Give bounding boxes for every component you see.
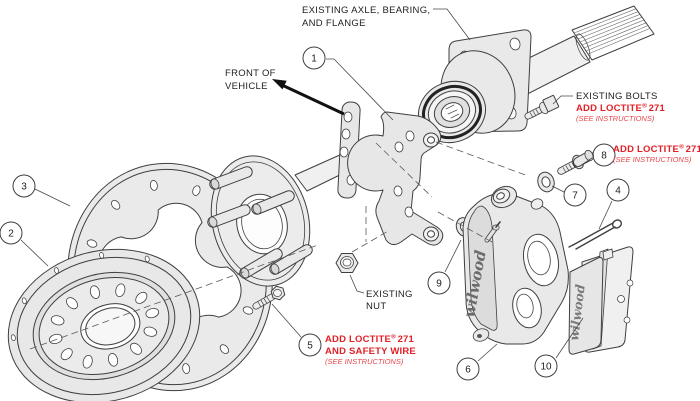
leader-line <box>326 58 394 121</box>
bracket-bushing <box>423 226 439 242</box>
hat-bolt-holes <box>48 283 160 369</box>
balloon-number: 2 <box>8 229 14 240</box>
leader-lines <box>20 8 613 362</box>
balloon-number: 1 <box>311 54 317 65</box>
label-existing-axle-line1: EXISTING AXLE, BEARING, <box>302 5 430 16</box>
label-front-line2: VEHICLE <box>225 81 268 92</box>
leader-line <box>34 188 71 207</box>
caliper-window <box>523 233 559 287</box>
leader-line <box>271 303 302 338</box>
balloon-7: 7 <box>563 183 587 207</box>
mount-bolt-8 <box>557 149 594 175</box>
label-existing-nut-line2: NUT <box>366 301 386 312</box>
caliper-window <box>512 287 542 329</box>
caliper-mount-bracket <box>337 101 444 246</box>
balloon-number: 6 <box>465 365 471 376</box>
washer-7 <box>537 171 555 193</box>
balloon-number: 10 <box>540 362 552 373</box>
label-add-loctite-5: ADD LOCTITE®271 <box>325 333 415 346</box>
balloon-number: 3 <box>21 182 27 193</box>
leader-line <box>551 185 565 193</box>
balloon-3: 3 <box>12 174 36 198</box>
balloons: 1 2 3 4 5 6 7 8 9 10 <box>0 46 630 381</box>
stud <box>209 166 253 190</box>
label-see-instructions: (SEE INSTRUCTIONS) <box>576 114 655 123</box>
axle-assembly <box>418 5 655 144</box>
label-see-instructions: (SEE INSTRUCTIONS) <box>325 357 404 366</box>
existing-nut <box>335 253 359 273</box>
stud-bolt-5 <box>252 285 286 310</box>
label-existing-nut-line1: EXISTING <box>366 289 413 300</box>
balloon-9: 9 <box>427 271 451 295</box>
leader-line <box>598 200 613 230</box>
label-and-safety-wire: AND SAFETY WIRE <box>325 346 416 357</box>
caliper-mount-boss <box>490 185 518 209</box>
hat-rim-holes <box>10 252 150 341</box>
text-labels: EXISTING AXLE, BEARING, AND FLANGE FRONT… <box>225 5 700 366</box>
cotter-pin <box>568 219 623 250</box>
leader-line <box>477 343 498 362</box>
centerline-dashed <box>435 141 529 177</box>
bracket-holes <box>393 130 415 218</box>
pad-friction-plate <box>568 257 604 355</box>
stud <box>269 244 313 275</box>
front-of-vehicle-arrow <box>272 79 345 116</box>
label-see-instructions: (SEE INSTRUCTIONS) <box>613 155 692 164</box>
balloon-8: 8 <box>592 143 616 167</box>
pad-tab <box>602 248 614 261</box>
label-front-line1: FRONT OF <box>225 68 276 79</box>
centerline-dashed <box>351 229 391 253</box>
label-existing-bolts: EXISTING BOLTS <box>576 91 658 102</box>
leader-line <box>433 8 471 41</box>
balloon-4: 4 <box>606 178 630 202</box>
leader-line <box>555 317 584 359</box>
existing-bolt <box>524 94 560 120</box>
brake-caliper: wilwood <box>460 185 569 345</box>
spline-shaft <box>571 5 655 61</box>
balloon-number: 8 <box>601 151 607 162</box>
hub-flange <box>210 155 311 287</box>
leader-line <box>349 274 365 294</box>
centerline-dashed <box>29 244 319 350</box>
label-existing-axle-line2: AND FLANGE <box>302 18 366 29</box>
leader-line <box>579 157 593 167</box>
centerlines <box>29 141 529 350</box>
bracket-bushing <box>423 132 439 148</box>
stud <box>207 204 251 228</box>
balloon-number: 5 <box>307 341 313 352</box>
balloon-6: 6 <box>456 357 480 381</box>
pad-logo-text: wilwood <box>566 283 588 341</box>
bleed-screw <box>484 221 501 243</box>
balloon-1: 1 <box>302 46 326 70</box>
rotor-hat <box>7 248 201 401</box>
leader-line <box>444 239 462 273</box>
balloon-number: 9 <box>436 279 442 290</box>
balloon-number: 7 <box>572 191 578 202</box>
leader-line <box>20 239 49 267</box>
balloon-2: 2 <box>0 221 23 245</box>
label-add-loctite-8: ADD LOCTITE®271 <box>613 143 700 156</box>
centerline-dashed <box>375 142 433 198</box>
caliper-lower-tab <box>472 328 490 342</box>
wheel-studs <box>207 166 313 279</box>
balloon-10: 10 <box>534 354 558 378</box>
balloon-5: 5 <box>298 333 322 357</box>
brake-pads: wilwood <box>566 246 634 355</box>
label-add-loctite-bolts: ADD LOCTITE®271 <box>576 102 666 115</box>
balloon-number: 4 <box>615 186 621 197</box>
leader-line <box>552 95 573 105</box>
caliper-boss-small <box>530 198 544 210</box>
bracket-plate <box>347 111 444 246</box>
stud <box>251 190 295 215</box>
